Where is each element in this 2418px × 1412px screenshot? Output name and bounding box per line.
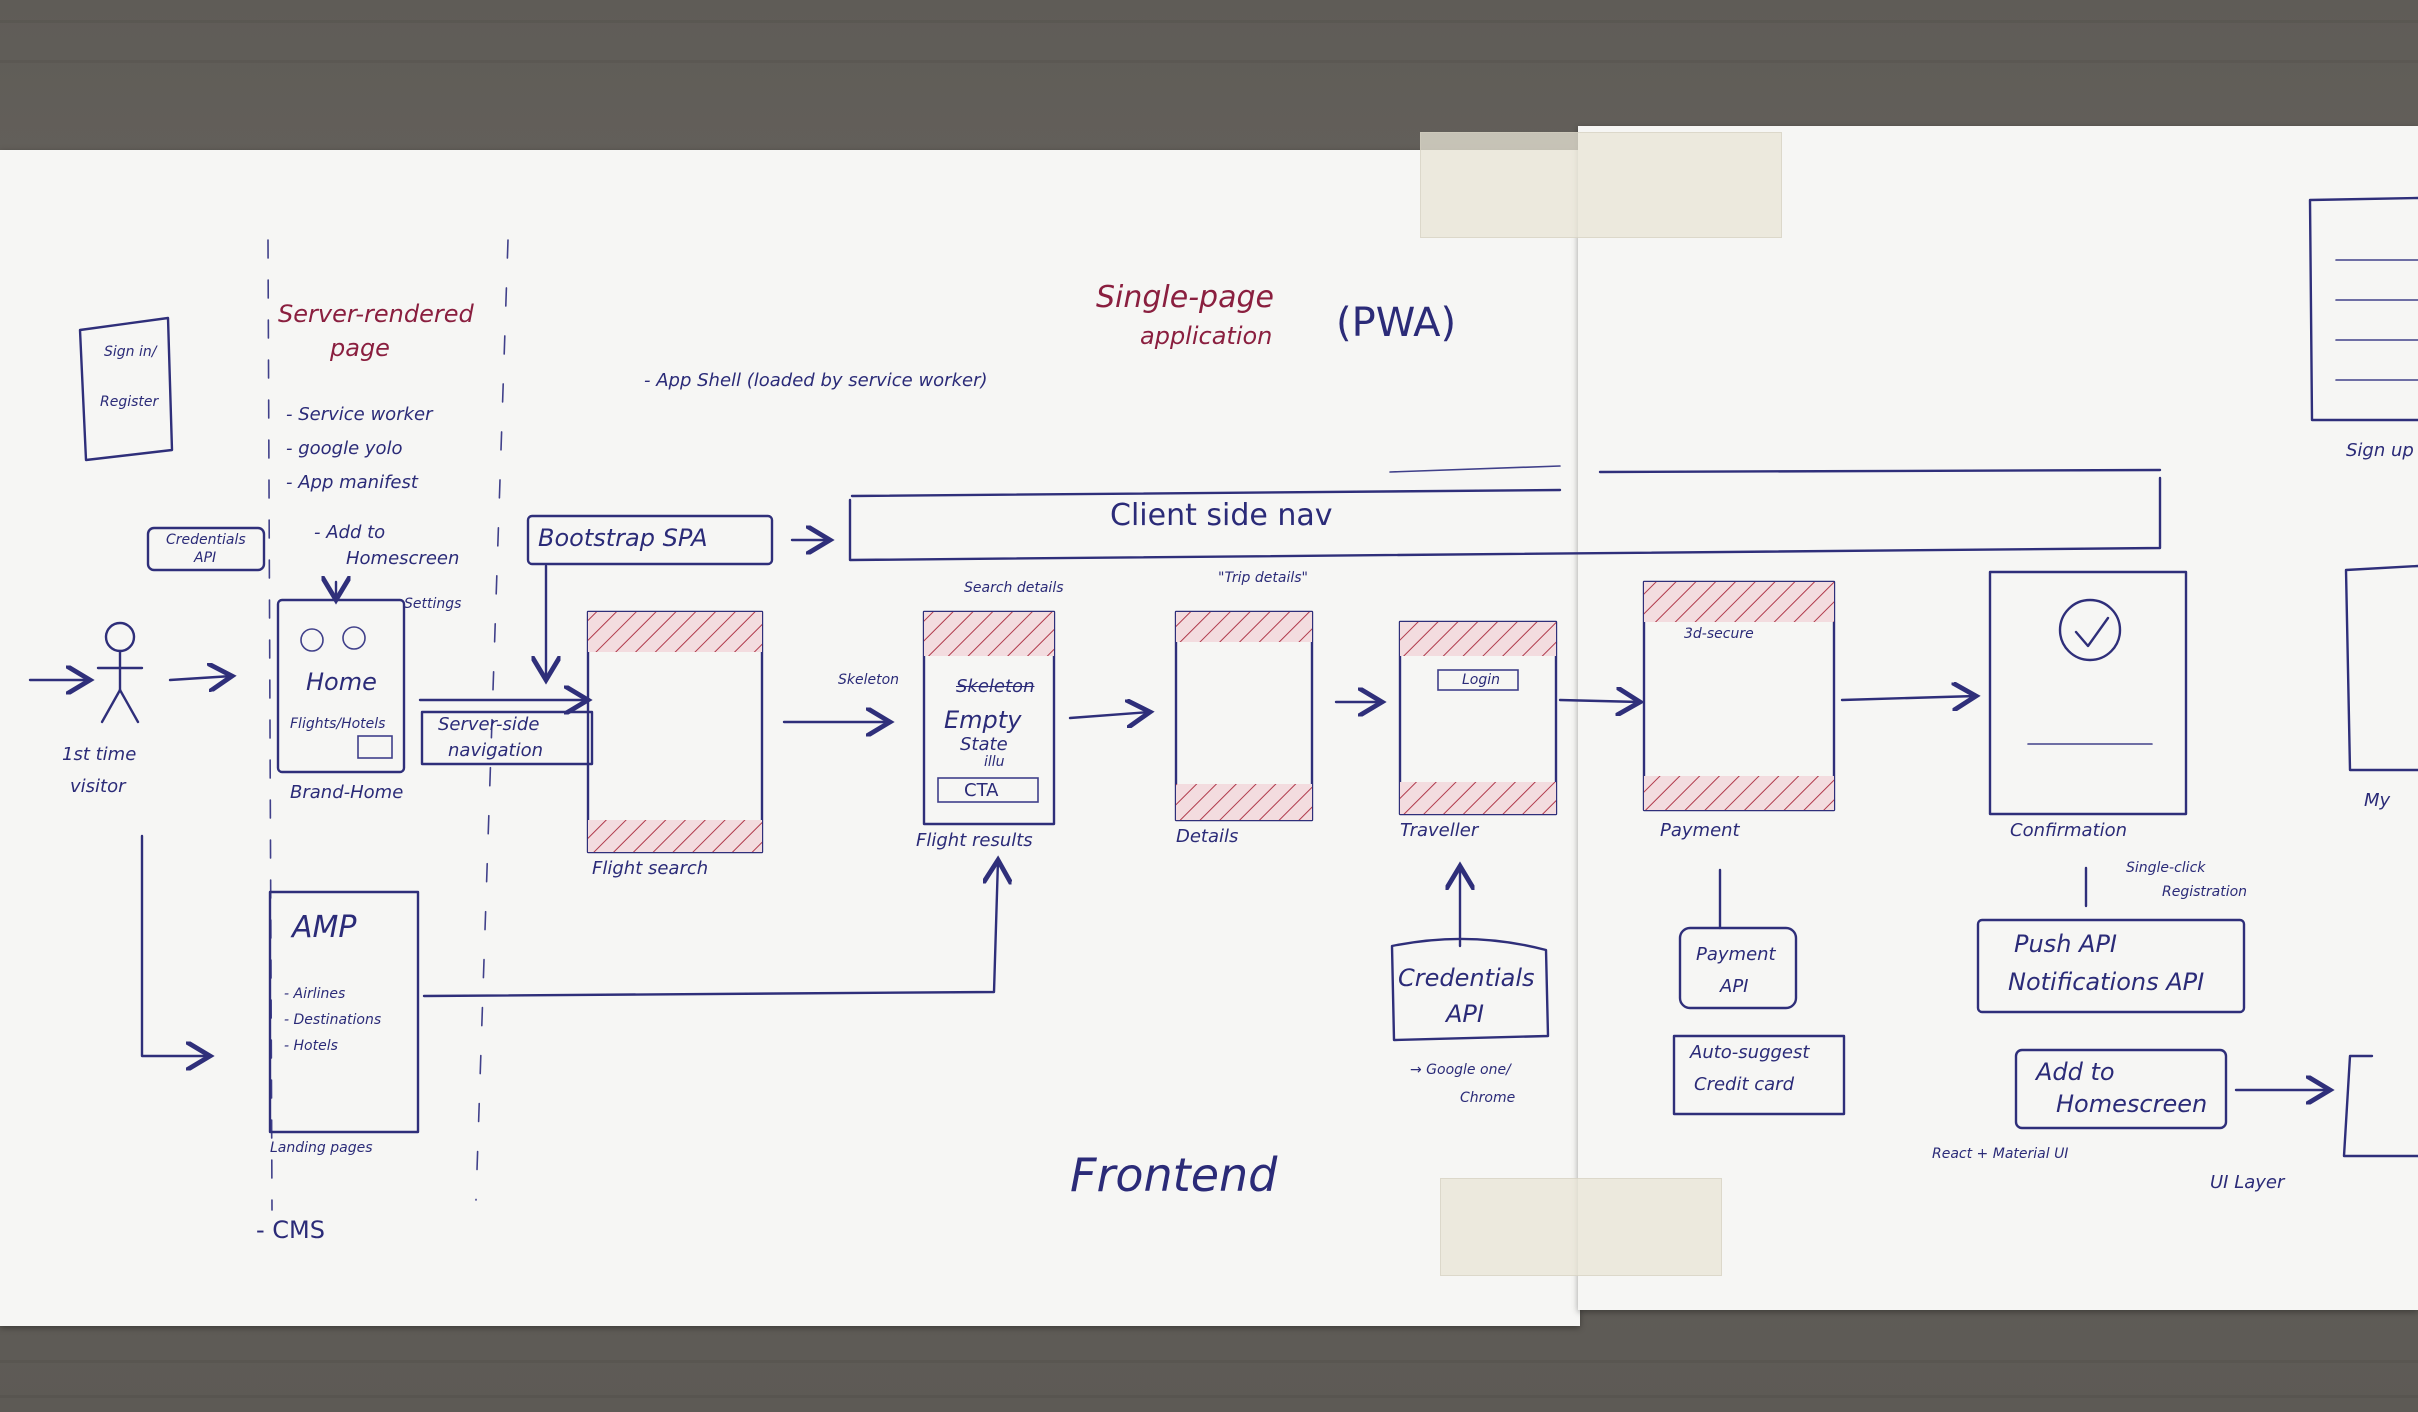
google-note-1: → Google one/ xyxy=(1410,1062,1511,1078)
sign-up-label: Sign up xyxy=(2346,440,2414,461)
landing-pages-caption: Landing pages xyxy=(270,1140,373,1156)
add-homescreen-label-1: Add to xyxy=(2036,1058,2115,1086)
paper-sheet-right xyxy=(1578,126,2418,1310)
ui-layer-label: UI Layer xyxy=(2210,1172,2285,1193)
sign-up-screen-partial xyxy=(2308,196,2418,422)
separator-dashed-2 xyxy=(475,239,509,1201)
empty-state-2: State xyxy=(960,734,1008,755)
add-homescreen-box xyxy=(2014,1048,2228,1130)
paper-sheet-left xyxy=(0,150,1580,1326)
server-rendered-title: Server-rendered xyxy=(278,300,474,328)
whiteboard-paper xyxy=(0,126,2418,1336)
server-list-item-5: Homescreen xyxy=(346,548,460,569)
amp-list-1: - Airlines xyxy=(284,986,346,1002)
skeleton-label: Skeleton xyxy=(838,672,900,688)
add-homescreen-label-2: Homescreen xyxy=(2056,1090,2208,1118)
sign-in-label-2: Register xyxy=(100,394,159,410)
google-note-2: Chrome xyxy=(1460,1090,1516,1106)
client-side-nav-bracket xyxy=(848,476,2162,562)
bootstrap-spa-box xyxy=(526,514,774,566)
single-click-label-2: Registration xyxy=(2162,884,2248,900)
push-api-box xyxy=(1976,918,2246,1014)
spa-title-line2: application xyxy=(1140,322,1273,350)
credentials-api-label-2: API xyxy=(1446,1000,1484,1028)
caption-confirmation: Confirmation xyxy=(2010,820,2128,841)
react-note: React + Material UI xyxy=(1932,1146,2069,1162)
autosuggest-box xyxy=(1672,1034,1846,1116)
push-api-label-1: Push API xyxy=(2014,930,2117,958)
confirmation-screen xyxy=(1988,570,2188,816)
server-list-item-3: - App manifest xyxy=(286,472,418,493)
payment-api-label-1: Payment xyxy=(1696,944,1776,965)
server-rendered-page: page xyxy=(330,334,390,362)
payment-api-box xyxy=(1678,926,1798,1010)
search-details-label: Search details xyxy=(964,580,1064,596)
actor-label-1: 1st time xyxy=(62,744,137,765)
home-caption: Brand-Home xyxy=(290,782,404,803)
credentials-api-small-label-1: Credentials xyxy=(166,532,246,548)
amp-list-2: - Destinations xyxy=(284,1012,382,1028)
payment-api-label-2: API xyxy=(1720,976,1749,997)
caption-traveller: Traveller xyxy=(1400,820,1479,841)
frontend-label: Frontend xyxy=(1070,1148,1278,1202)
caption-details: Details xyxy=(1176,826,1239,847)
server-side-nav-label-1: Server-side xyxy=(438,714,540,735)
credentials-api-small-label-2: API xyxy=(194,550,217,566)
skeleton-struck-label: Skeleton xyxy=(956,676,1035,697)
server-list-item-1: - Service worker xyxy=(286,404,433,425)
credentials-api-label-1: Credentials xyxy=(1398,964,1535,992)
separator-dashed-1 xyxy=(267,239,273,1211)
home-subtext: Flights/Hotels xyxy=(290,716,386,732)
caption-payment: Payment xyxy=(1660,820,1740,841)
trip-details-label: "Trip details" xyxy=(1218,570,1308,586)
server-list-item-4: - Add to xyxy=(314,522,386,543)
spa-title-line1: Single-page xyxy=(1096,280,1274,315)
empty-state-3: illu xyxy=(984,754,1005,770)
amp-list-3: - Hotels xyxy=(284,1038,338,1054)
my-screen-partial xyxy=(2344,564,2418,772)
login-label: Login xyxy=(1462,672,1501,688)
home-label: Home xyxy=(306,668,377,696)
actor-label-2: visitor xyxy=(70,776,126,797)
autosuggest-label-2: Credit card xyxy=(1694,1074,1795,1095)
pwa-tag: (PWA) xyxy=(1336,300,1457,346)
empty-state-1: Empty xyxy=(944,706,1022,734)
push-api-label-2: Notifications API xyxy=(2008,968,2205,996)
my-label: My xyxy=(2364,790,2391,811)
server-side-nav-box xyxy=(420,710,594,766)
tape-bottom xyxy=(1440,1178,1722,1276)
cta-label: CTA xyxy=(964,780,999,801)
credentials-api-small-box xyxy=(146,526,266,572)
actor-figure xyxy=(96,621,144,724)
settings-label: Settings xyxy=(404,596,462,612)
sign-in-label-1: Sign in/ xyxy=(104,344,157,360)
three-d-secure-label: 3d-secure xyxy=(1684,626,1754,642)
landing-page-amp-screen xyxy=(268,890,420,1134)
app-shell-note: - App Shell (loaded by service worker) xyxy=(644,370,988,391)
cms-label: - CMS xyxy=(256,1216,325,1244)
client-side-nav-label: Client side nav xyxy=(1110,498,1333,533)
server-side-nav-label-2: navigation xyxy=(448,740,544,761)
bootstrap-spa-label: Bootstrap SPA xyxy=(538,524,708,552)
autosuggest-label-1: Auto-suggest xyxy=(1690,1042,1810,1063)
tape-top xyxy=(1420,132,1782,238)
sign-in-box xyxy=(78,316,174,462)
caption-flight-search: Flight search xyxy=(592,858,709,879)
amp-title: AMP xyxy=(292,910,357,945)
single-click-label-1: Single-click xyxy=(2126,860,2206,876)
credentials-api-box xyxy=(1390,937,1550,1042)
caption-flight-results: Flight results xyxy=(916,830,1033,851)
server-list-item-2: - google yolo xyxy=(286,438,403,459)
